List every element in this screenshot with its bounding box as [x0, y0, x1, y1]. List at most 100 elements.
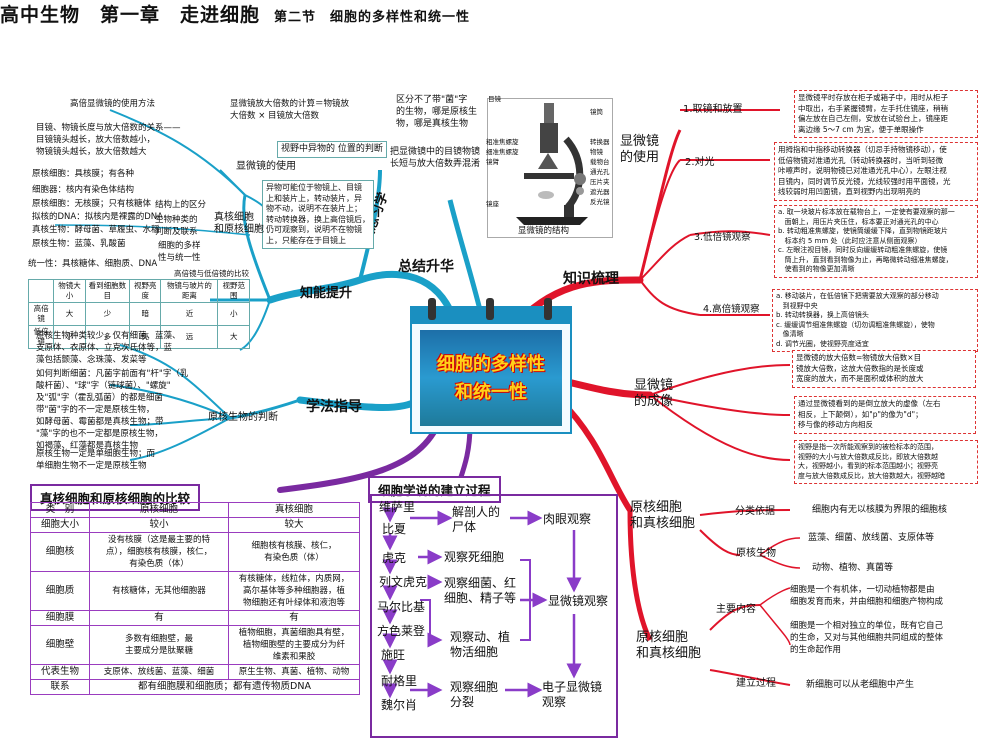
compare-cell: 细胞核 [30, 532, 90, 572]
prokaryote-text: 蓝藻、细菌、放线菌、支原体等 [808, 533, 935, 543]
label-struct: 结构上的区分 [155, 200, 207, 210]
eukaryote-text: 动物、植物、真菌等 [812, 563, 894, 573]
compare-cell: 都有细胞膜和细胞质；都有遗传物质DNA [89, 679, 360, 695]
box-step-4: a. 移动装片，在低倍镜下把需要放大观察的部分移动 到视野中央 b. 转动转换器… [772, 289, 978, 352]
label-classify: 分类依据 [735, 506, 775, 517]
label-zr-left: 真核细胞 和原核细胞 [214, 212, 264, 235]
label-prokaryote: 原核生物 [736, 548, 776, 559]
left-top-t1: 目镜、物镜长度与放大倍数的关系—— 目镜镜头越长，放大倍数越小， 物镜镜头越长，… [36, 123, 181, 157]
label-unity: 统一性：具核糖体、细胞质、DNA [28, 259, 158, 269]
micro-label-mirror: 反光镜 [590, 198, 610, 206]
step-4: 4.高倍镜观察 [703, 304, 760, 315]
box-step-1: 显微镜平时存放在柜子或箱子中，用时从柜子 中取出，右手紧握镜臂，左手托住镜座，稍… [794, 90, 978, 138]
mini-cell: 大 [217, 325, 250, 349]
label-microscope-use-right: 显微镜 的使用 [620, 134, 660, 165]
micro-label-tube: 镜筒 [590, 108, 603, 116]
mini-cell: 少 [84, 302, 130, 326]
left-top-t2: 显微镜放大倍数的计算＝物镜放 大倍数 × 目镜放大倍数 [230, 99, 350, 121]
mini-header: 物镜与玻片的距离 [160, 279, 219, 303]
cell-row-3: 拟核的DNA：拟核内是裸露的DNA [32, 212, 163, 222]
mini-table: 物镜大小 看到细胞数目 视野亮度 物镜与玻片的距离 视野范围 高倍镜 大 少 暗… [27, 279, 250, 349]
reflect-q2: 把显微镜中的目镜物镜 长短与放大倍数弄混淆 [390, 147, 481, 169]
content-1: 细胞是一个有机体，一切动植物都是由 细胞发育而来，并由细胞和细胞产物构成 [790, 585, 944, 607]
person-6: 施旺 [381, 648, 406, 662]
table-row: 细胞质 有核糖体，无其他细胞器 有核糖体，线粒体，内质网， 高尔基体等多种细胞器… [30, 571, 360, 611]
person-3: 列文虎克 [379, 575, 428, 589]
step-2: 2.对光 [685, 157, 715, 168]
person-0: 维萨里 [379, 500, 416, 514]
history-panel [370, 494, 618, 738]
note-t4: 原核生物一定是单细胞生物；而 单细胞生物不一定是原核生物 [36, 449, 156, 471]
binder-ring-icon [428, 298, 436, 320]
branch-zongjie: 总结升华 [398, 259, 454, 275]
event-4: 显微镜观察 [548, 594, 609, 608]
cell-row-2: 原核细胞：无核膜；只有核糖体 [32, 199, 152, 209]
cell-row-0: 原核细胞：具核膜；有各种 [32, 169, 135, 179]
mini-header: 视野亮度 [128, 279, 162, 303]
compare-cell: 植物细胞，真菌细胞具有壁， 植物细胞壁的主要成分为纤 维素和果胶 [228, 625, 360, 665]
page-subtitle: 第二节 细胞的多样性和统一性 [274, 10, 471, 25]
label-content: 主要内容 [716, 604, 756, 615]
micro-label-coarse: 粗准焦螺旋 [486, 138, 519, 146]
micro-caption: 显微镜的结构 [518, 226, 570, 236]
q-impurity: 视野中异物的 位置的判断 [277, 141, 387, 158]
binder-ring-icon [486, 298, 494, 320]
classify-text: 细胞内有无以核膜为界限的细胞核 [812, 505, 948, 515]
mini-table-caption: 高倍镜与低倍镜的比较 [174, 269, 249, 278]
micro-label-clip: 压片夹 [590, 178, 610, 186]
mini-header: 物镜大小 [53, 279, 86, 303]
table-row: 物镜大小 看到细胞数目 视野亮度 物镜与玻片的距离 视野范围 [27, 279, 250, 303]
table-row: 低倍镜 小 多 亮 远 大 [27, 325, 250, 349]
center-card: 细胞的多样性 和统一性 [410, 298, 572, 434]
label-cell-theory: 原核细胞 和真核细胞 [636, 630, 702, 661]
box-imaging-1: 显微镜的放大倍数=物镜放大倍数×目 镜放大倍数，这放大倍数指的是长度或 宽度的放… [792, 350, 976, 388]
micro-label-eyepiece: 目镜 [488, 95, 501, 103]
event-2: 观察死细胞 [444, 550, 505, 564]
compare-cell: 细胞质 [30, 571, 90, 611]
label-imaging: 显微镜 的成像 [634, 378, 674, 409]
person-5: 方色莱登 [377, 624, 426, 638]
table-row: 高倍镜 大 少 暗 近 小 [27, 302, 250, 326]
event-6: 观察细胞 分裂 [450, 680, 499, 709]
label-build: 建立过程 [736, 678, 776, 689]
cell-row-5: 原核生物：蓝藻、乳酸菌 [32, 239, 126, 249]
mini-cell: 近 [160, 302, 219, 326]
label-kinds: 生物种类的 判断及联系 [155, 215, 198, 237]
compare-cell: 多数有细胞壁，最 主要成分是肽聚糖 [89, 625, 229, 665]
note-t1: 原核生物种类较少，仅有细菌、蓝藻、 支原体、衣原体、立克次氏体等，蓝 藻包括颤藻… [36, 331, 181, 365]
mini-cell: 多 [84, 325, 130, 349]
box-imaging-3: 视野是指一次所能观察到的被检标本的范围， 视野的大小与放大倍数成反比，即放大倍数… [794, 440, 978, 484]
binder-ring-icon [544, 298, 552, 320]
event-1: 肉眼观察 [543, 512, 592, 526]
person-1: 比夏 [382, 522, 407, 536]
micro-label-diaphragm: 遮光器 [590, 188, 610, 196]
reflect-q1: 区分不了带"菌"字 的生物，哪是原核生 物，哪是真核生物 [396, 95, 478, 129]
person-4: 马尔比基 [377, 600, 426, 614]
microscope-figure: 目镜 显微镜的结构 [487, 95, 613, 238]
label-zr-right: 原核细胞 和真核细胞 [630, 500, 696, 531]
box-step-2: 用拇指和中指移动转换器（切忌手持物镜移动），使 低倍物镜对准通光孔（转动转换器时… [774, 142, 978, 201]
compare-table: 类 别 原核细胞 真核细胞 细胞大小 较小 较大 细胞核 没有核膜（这是最主要的… [30, 502, 360, 695]
person-8: 魏尔肖 [381, 698, 418, 712]
micro-label-arm: 镜臂 [486, 158, 499, 166]
note-t2: 如何判断细菌：凡菌字前面有"杆"字（乳 酸杆菌）、"球"字（链球菌）、"螺旋" … [36, 369, 189, 403]
step-3: 3.低倍镜观察 [694, 232, 751, 243]
left-top-h1: 高倍显微镜的使用方法 [70, 99, 156, 109]
table-row: 细胞大小 较小 较大 [30, 517, 360, 533]
table-row: 联系 都有细胞膜和细胞质；都有遗传物质DNA [30, 679, 360, 695]
cell-row-1: 细胞器：核内有染色体结构 [32, 185, 135, 195]
label-org: 细胞的多样 性与统一性 [158, 241, 201, 263]
mini-cell: 小 [217, 302, 250, 326]
compare-cell: 有核糖体，线粒体，内质网， 高尔基体等多种细胞器，植 物细胞还有叶绿体和液泡等 [228, 571, 360, 611]
cell-row-4: 真核生物：酵母菌、草履虫、水稻 [32, 225, 160, 235]
content-2: 细胞是一个相对独立的单位，既有它自己 的生命，又对与其他细胞共同组成的整体 的生… [790, 621, 944, 655]
page-title: 高中生物 第一章 走进细胞第二节 细胞的多样性和统一性 [0, 0, 1000, 27]
micro-label-base: 镜座 [486, 200, 499, 208]
event-7: 电子显微镜 观察 [542, 680, 603, 709]
table-row: 细胞核 没有核膜（这是最主要的特 点），细胞核有核膜，核仁， 有染色质（体） 细… [30, 532, 360, 572]
page-title-main: 高中生物 第一章 走进细胞 [0, 4, 261, 26]
branch-zhishi: 知识梳理 [563, 271, 619, 287]
mini-header: 看到细胞数目 [84, 279, 130, 303]
person-2: 虎克 [382, 551, 407, 565]
